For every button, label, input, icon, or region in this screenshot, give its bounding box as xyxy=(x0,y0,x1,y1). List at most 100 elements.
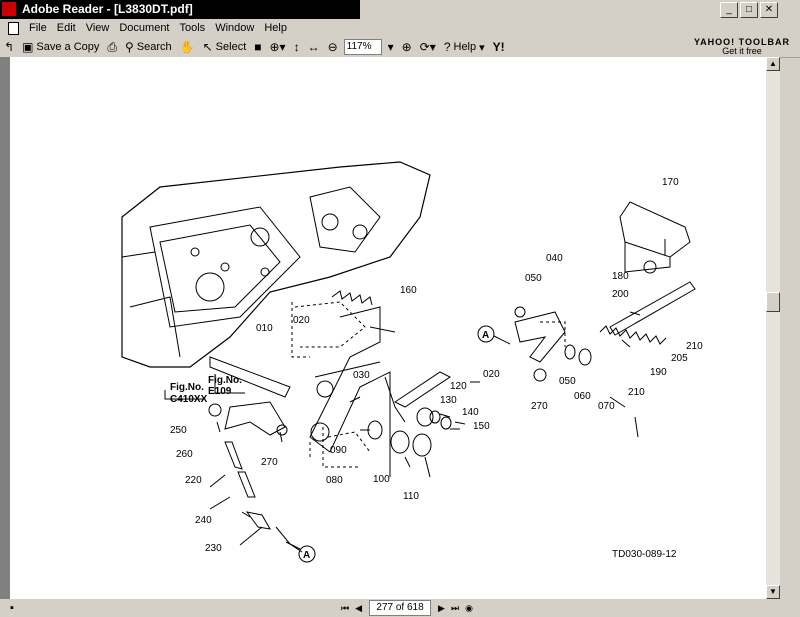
search-button[interactable]: ⚲Search xyxy=(121,38,176,56)
fit-page-button[interactable]: ↕ xyxy=(290,38,304,56)
callout-010: 010 xyxy=(256,323,273,334)
callout-260: 260 xyxy=(176,449,193,460)
menu-file[interactable]: File xyxy=(29,22,47,34)
callout-230: 230 xyxy=(205,543,222,554)
zoom-in-button[interactable]: ⊕ xyxy=(398,38,416,56)
fig-ref-c410-code: C410XX xyxy=(170,394,208,405)
page-number-input[interactable]: 277 of 618 xyxy=(369,600,432,616)
fig-ref-e109-label: Fig.No. xyxy=(208,375,242,386)
callout-270-right: 270 xyxy=(531,401,548,412)
help-button[interactable]: ?Help▾ xyxy=(440,38,489,56)
first-page-button[interactable]: ⏮ xyxy=(341,602,350,613)
drawing-code: TD030-089-12 xyxy=(612,549,677,560)
select-button[interactable]: ↖Select xyxy=(199,38,251,56)
zoom-tool-button[interactable]: ⊕▾ xyxy=(266,38,290,56)
status-bar: ▪ ⏮ ◀ 277 of 618 ▶ ⏭ ◉ xyxy=(0,599,800,617)
maximize-button[interactable]: □ xyxy=(740,2,758,18)
save-copy-label: Save a Copy xyxy=(36,41,100,53)
fit-width-icon: ↔ xyxy=(307,40,320,54)
save-copy-button[interactable]: ▣Save a Copy xyxy=(18,38,103,56)
yahoo-toolbar-promo[interactable]: YAHOO! TOOLBAR Get it free xyxy=(694,38,790,56)
minimize-button[interactable]: _ xyxy=(720,2,738,18)
search-label: Search xyxy=(136,41,172,53)
open-icon: ↰ xyxy=(4,40,15,54)
menu-edit[interactable]: Edit xyxy=(56,22,76,34)
yahoo-button[interactable]: Y! xyxy=(489,38,509,56)
callout-240: 240 xyxy=(195,515,212,526)
hand-tool-button[interactable]: ✋ xyxy=(176,38,199,56)
document-icon[interactable] xyxy=(6,21,20,35)
fig-ref-c410-label: Fig.No. xyxy=(170,382,204,393)
yahoo-subtext: Get it free xyxy=(722,46,762,56)
zoom-out-icon: ⊖ xyxy=(327,40,338,54)
open-button[interactable]: ↰ xyxy=(0,38,18,56)
vertical-scrollbar[interactable]: ▲ ▼ xyxy=(766,57,780,599)
callout-205: 205 xyxy=(671,353,688,364)
callout-030: 030 xyxy=(353,370,370,381)
window-title: Adobe Reader - [L3830DT.pdf] xyxy=(22,2,193,16)
search-icon: ⚲ xyxy=(125,40,134,54)
rotate-button[interactable]: ⟳▾ xyxy=(416,38,440,56)
next-page-button[interactable]: ▶ xyxy=(438,602,445,613)
help-label: Help xyxy=(453,41,477,53)
callout-070: 070 xyxy=(598,401,615,412)
print-icon: ⎙ xyxy=(107,40,117,54)
yahoo-brand: YAHOO! TOOLBAR xyxy=(693,37,790,47)
window-controls: _ □ ✕ xyxy=(720,2,778,18)
pdf-page: 170 180 200 040 050 160 010 020 030 120 … xyxy=(10,57,766,599)
callout-100: 100 xyxy=(373,474,390,485)
close-button[interactable]: ✕ xyxy=(760,2,778,18)
parts-diagram: 170 180 200 040 050 160 010 020 030 120 … xyxy=(121,161,703,563)
fit-width-button[interactable]: ↔ xyxy=(304,38,324,56)
callout-190: 190 xyxy=(650,367,667,378)
callout-110: 110 xyxy=(403,491,419,502)
title-bar: Adobe Reader - [L3830DT.pdf] xyxy=(0,0,360,19)
callout-020-right: 020 xyxy=(483,369,500,380)
callout-270-left: 270 xyxy=(261,457,278,468)
callout-130: 130 xyxy=(440,395,457,406)
cursor-icon: ↖ xyxy=(202,40,213,54)
marker-a-upper: A xyxy=(482,330,489,341)
menu-window[interactable]: Window xyxy=(215,22,255,34)
menu-help[interactable]: Help xyxy=(264,22,287,34)
fig-ref-e109-code: E109 xyxy=(208,386,232,397)
callout-150: 150 xyxy=(473,421,490,432)
callout-200: 200 xyxy=(612,289,629,300)
callout-140: 140 xyxy=(462,407,479,418)
chevron-down-icon: ▾ xyxy=(479,41,485,54)
callout-250: 250 xyxy=(170,425,187,436)
menu-document[interactable]: Document xyxy=(119,22,170,34)
last-page-button[interactable]: ⏭ xyxy=(450,602,460,613)
save-icon: ▣ xyxy=(22,40,34,54)
callout-090: 090 xyxy=(330,445,347,456)
print-button[interactable]: ⎙ xyxy=(103,38,121,56)
yahoo-icon: Y! xyxy=(492,40,505,54)
adobe-reader-icon xyxy=(2,2,16,16)
snapshot-button[interactable]: ■ xyxy=(250,38,265,56)
callout-020-top: 020 xyxy=(293,315,310,326)
zoom-out-button[interactable]: ⊖ xyxy=(324,38,342,56)
chevron-down-icon: ▾ xyxy=(387,40,394,54)
menu-tools[interactable]: Tools xyxy=(179,22,206,34)
document-area: 170 180 200 040 050 160 010 020 030 120 … xyxy=(0,57,766,599)
callout-170: 170 xyxy=(662,177,679,188)
callout-220: 220 xyxy=(185,475,202,486)
zoom-level-input[interactable]: 117% xyxy=(343,39,382,55)
marker-a-lower: A xyxy=(303,550,310,561)
callout-050-top: 050 xyxy=(525,273,542,284)
menu-view[interactable]: View xyxy=(85,22,110,34)
prev-page-button[interactable]: ◀ xyxy=(355,602,363,613)
hand-icon: ✋ xyxy=(179,40,195,54)
help-icon: ? xyxy=(443,40,451,54)
zoom-dropdown[interactable]: ▾ xyxy=(384,38,398,56)
callout-120: 120 xyxy=(450,381,467,392)
go-back-button[interactable]: ◉ xyxy=(465,602,473,613)
menu-bar: File Edit View Document Tools Window Hel… xyxy=(0,19,800,37)
callout-160: 160 xyxy=(400,285,417,296)
scroll-thumb[interactable] xyxy=(766,292,780,312)
scroll-down-arrow[interactable]: ▼ xyxy=(766,585,780,599)
select-label: Select xyxy=(215,41,247,53)
scroll-up-arrow[interactable]: ▲ xyxy=(766,57,780,71)
camera-icon: ■ xyxy=(254,40,262,54)
callout-050-lower: 050 xyxy=(559,376,576,387)
